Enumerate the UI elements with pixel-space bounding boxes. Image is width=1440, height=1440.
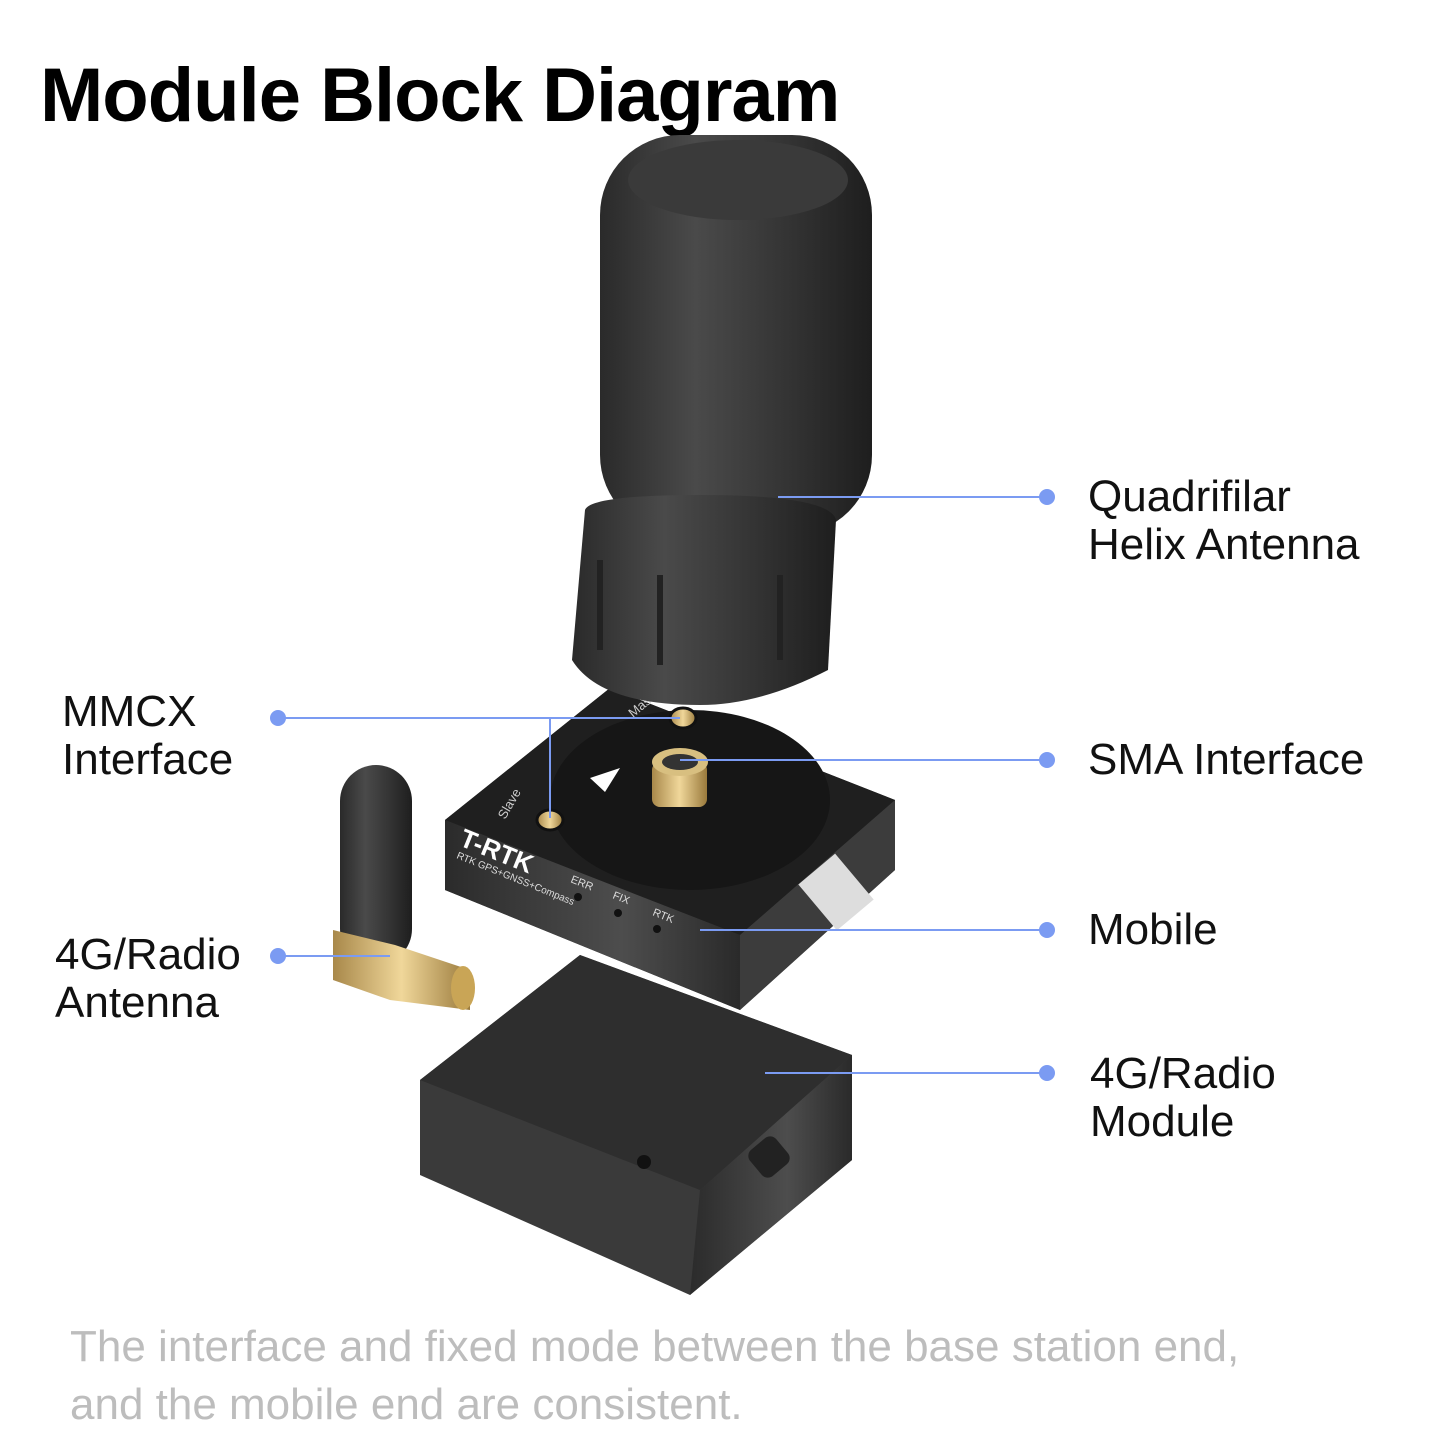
caption-line: The interface and fixed mode between the…: [70, 1322, 1240, 1371]
leader-lines: [278, 496, 1047, 1074]
label-line: Quadrifilar: [1088, 472, 1291, 521]
label-radio-antenna: 4G/Radio Antenna: [55, 931, 241, 1027]
label-line: Interface: [62, 735, 234, 784]
label-line: Module: [1090, 1097, 1235, 1146]
label-mmcx-interface: MMCX Interface: [62, 688, 233, 784]
caption: The interface and fixed mode between the…: [70, 1318, 1239, 1434]
label-line: Helix Antenna: [1088, 520, 1360, 569]
mobile-module: T-RTK RTK GPS+GNSS+Compass ERR FIX RTK S…: [445, 683, 895, 1010]
helix-antenna: [572, 135, 872, 705]
radio-antenna: [333, 765, 475, 1010]
page-title: Module Block Diagram: [40, 53, 840, 138]
label-radio-module: 4G/Radio Module: [1090, 1050, 1276, 1146]
caption-line: and the mobile end are consistent.: [70, 1380, 743, 1429]
label-mobile: Mobile: [1088, 905, 1218, 954]
label-line: MMCX: [62, 687, 197, 736]
label-quadrifilar-helix-antenna: Quadrifilar Helix Antenna: [1088, 473, 1360, 569]
label-line: 4G/Radio: [55, 930, 241, 979]
label-line: 4G/Radio: [1090, 1049, 1276, 1098]
leader-dots: [270, 489, 1055, 1081]
label-sma-interface: SMA Interface: [1088, 735, 1365, 784]
radio-module: [420, 955, 852, 1295]
label-line: Antenna: [55, 978, 219, 1027]
